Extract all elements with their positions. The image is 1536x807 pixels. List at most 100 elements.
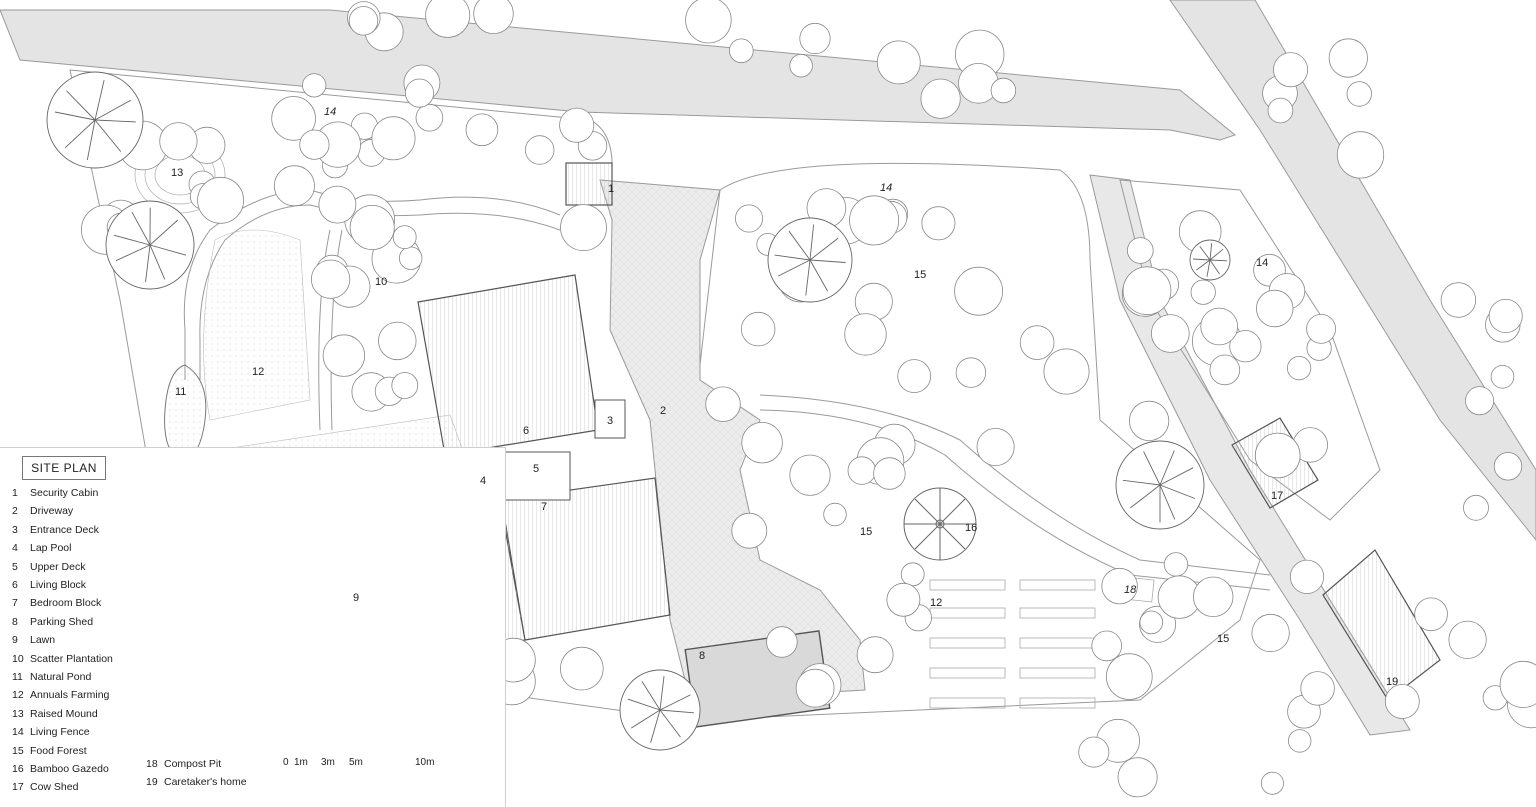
tree-canopy bbox=[845, 314, 887, 356]
label-caretakers-home: 19 bbox=[1386, 676, 1398, 688]
tree-canopy bbox=[1140, 611, 1163, 634]
label-bedroom-block: 7 bbox=[541, 501, 547, 513]
tree-canopy bbox=[901, 563, 924, 586]
scale-tick-0: 0 bbox=[283, 757, 289, 768]
legend-item-label: Natural Pond bbox=[30, 671, 91, 683]
legend-item-label: Upper Deck bbox=[30, 561, 85, 573]
legend-item-label: Scatter Plantation bbox=[30, 653, 113, 665]
legend-item-number: 3 bbox=[12, 524, 30, 536]
legend-item-number: 7 bbox=[12, 597, 30, 609]
legend-item-label: Lawn bbox=[30, 634, 55, 646]
tree-canopy bbox=[706, 387, 741, 422]
label-security-cabin: 1 bbox=[608, 183, 614, 195]
tree-canopy bbox=[1252, 614, 1289, 651]
legend-item-number: 10 bbox=[12, 653, 30, 665]
tree-canopy bbox=[1301, 672, 1335, 706]
legend-item-label: Driveway bbox=[30, 505, 73, 517]
tree-canopy bbox=[1337, 132, 1383, 178]
tree-canopy bbox=[372, 117, 415, 160]
tree-canopy bbox=[198, 177, 244, 223]
tree-canopy bbox=[1329, 39, 1367, 77]
tree-canopy bbox=[1127, 238, 1153, 264]
tree-canopy bbox=[379, 322, 417, 360]
tree-canopy bbox=[1256, 290, 1293, 327]
legend-item-number: 13 bbox=[12, 708, 30, 720]
label-scatter-plantation: 10 bbox=[375, 276, 387, 288]
tree-canopy bbox=[560, 108, 594, 142]
legend-item-number: 6 bbox=[12, 579, 30, 591]
legend-item-label: Raised Mound bbox=[30, 708, 98, 720]
legend-item-label: Compost Pit bbox=[164, 758, 221, 770]
tree-canopy bbox=[399, 247, 422, 270]
tree-canopy bbox=[311, 260, 349, 298]
tree-canopy bbox=[1020, 326, 1054, 360]
tree-canopy bbox=[1123, 267, 1171, 315]
tree-canopy bbox=[877, 41, 920, 84]
living-block-shape bbox=[418, 275, 598, 455]
tree-canopy bbox=[319, 186, 356, 223]
label-driveway: 2 bbox=[660, 405, 666, 417]
scale-tick-10m: 10m bbox=[415, 757, 434, 768]
tree-canopy bbox=[790, 54, 813, 77]
tree-canopy bbox=[1201, 308, 1238, 345]
scale-tick-1m: 1m bbox=[294, 757, 308, 768]
scale-tick-5m: 5m bbox=[349, 757, 363, 768]
tree-canopy bbox=[850, 196, 899, 245]
label-lawn: 9 bbox=[353, 592, 359, 604]
legend-item-number: 16 bbox=[12, 763, 30, 775]
label-entrance-deck: 3 bbox=[607, 415, 613, 427]
tree-canopy bbox=[1255, 433, 1300, 478]
tree-canopy bbox=[1489, 299, 1522, 332]
legend-item-label: Cow Shed bbox=[30, 781, 78, 793]
tree-canopy bbox=[300, 130, 329, 159]
tree-canopy bbox=[848, 457, 876, 485]
tree-canopy bbox=[1441, 283, 1476, 318]
tree-canopy bbox=[1466, 387, 1494, 415]
legend-item-number: 5 bbox=[12, 561, 30, 573]
tree-canopy bbox=[959, 63, 999, 103]
legend-item-number: 12 bbox=[12, 689, 30, 701]
legend-item-label: Annuals Farming bbox=[30, 689, 109, 701]
tree-canopy bbox=[561, 205, 607, 251]
legend-item-number: 19 bbox=[146, 776, 164, 788]
tree-canopy bbox=[1151, 315, 1189, 353]
tree-canopy bbox=[1191, 280, 1215, 304]
upper-deck-shape bbox=[500, 452, 570, 500]
tree-canopy bbox=[1261, 772, 1283, 794]
tree-canopy bbox=[1464, 495, 1489, 520]
legend-item-label: Food Forest bbox=[30, 745, 87, 757]
label-living-fence-north: 14 bbox=[324, 106, 336, 118]
tree-canopy bbox=[767, 627, 798, 658]
label-food-forest-east: 15 bbox=[1217, 633, 1229, 645]
tree-canopy bbox=[956, 358, 986, 388]
tree-canopy bbox=[1307, 314, 1336, 343]
north-road bbox=[0, 10, 1235, 140]
natural-pond-shape bbox=[165, 365, 206, 460]
tree-canopy bbox=[1347, 82, 1372, 107]
tree-canopy bbox=[350, 205, 394, 249]
tree-canopy bbox=[955, 267, 1003, 315]
tree-canopy bbox=[686, 0, 732, 43]
legend-item-number: 17 bbox=[12, 781, 30, 793]
tree-canopy bbox=[1129, 401, 1168, 440]
legend-item-number: 15 bbox=[12, 745, 30, 757]
legend-title: SITE PLAN bbox=[22, 456, 106, 480]
legend-item-number: 8 bbox=[12, 616, 30, 628]
tree-canopy bbox=[1106, 654, 1152, 700]
scale-tick-3m: 3m bbox=[321, 757, 335, 768]
tree-canopy bbox=[857, 637, 893, 673]
tree-canopy bbox=[1210, 355, 1240, 385]
tree-canopy bbox=[303, 74, 326, 97]
legend-item-number: 11 bbox=[12, 671, 30, 683]
